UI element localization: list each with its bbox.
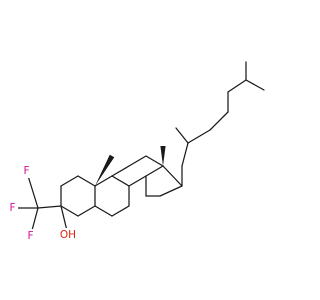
fluorine-atom-label-1: F bbox=[23, 165, 29, 177]
bond-c17-c13 bbox=[162, 165, 183, 187]
bond-c16-c17 bbox=[159, 185, 183, 197]
methyl-wedge-c19 bbox=[95, 154, 115, 186]
fluorine-label-backing bbox=[7, 201, 18, 215]
fluorine-atom-label-2: F bbox=[9, 202, 15, 214]
bond-c8-c9 bbox=[111, 175, 130, 187]
bond-c12-c13 bbox=[145, 155, 164, 167]
wedge-layer bbox=[95, 146, 166, 186]
bond-c22-c23 bbox=[209, 111, 229, 131]
bond-c20-c22 bbox=[187, 129, 211, 144]
bond-c13-c15 bbox=[145, 165, 164, 177]
bond-c5-c4 bbox=[77, 205, 96, 217]
bond-c4-c3 bbox=[60, 205, 79, 217]
bond-c2-c10 bbox=[77, 175, 96, 187]
bond-c24-c25 bbox=[227, 79, 247, 93]
molecule-structure: F F F OH bbox=[7, 61, 265, 243]
bond-c15-c8 bbox=[128, 175, 147, 187]
bond-c5-c6 bbox=[94, 205, 113, 217]
bond-c3-cf bbox=[37, 205, 62, 209]
bond-c1-c2 bbox=[60, 175, 79, 187]
bond-c18-c20 bbox=[181, 142, 189, 167]
hydroxyl-label-backing bbox=[58, 228, 78, 242]
fluorine-label-backing bbox=[25, 229, 36, 243]
bond-c6-c7 bbox=[111, 205, 130, 217]
fluorine-label-backing bbox=[21, 164, 32, 178]
bond-c9-c10 bbox=[94, 175, 113, 187]
hydroxyl-atom-label: OH bbox=[60, 229, 76, 241]
bond-layer bbox=[11, 61, 265, 237]
bond-c9-c11 bbox=[111, 165, 130, 177]
bond-c11-c12 bbox=[128, 155, 147, 167]
methyl-wedge-c18 bbox=[160, 146, 166, 166]
bond-c25-c27 bbox=[245, 79, 265, 91]
fluorine-atom-label-3: F bbox=[27, 230, 33, 242]
bond-c20-c21 bbox=[175, 127, 189, 144]
